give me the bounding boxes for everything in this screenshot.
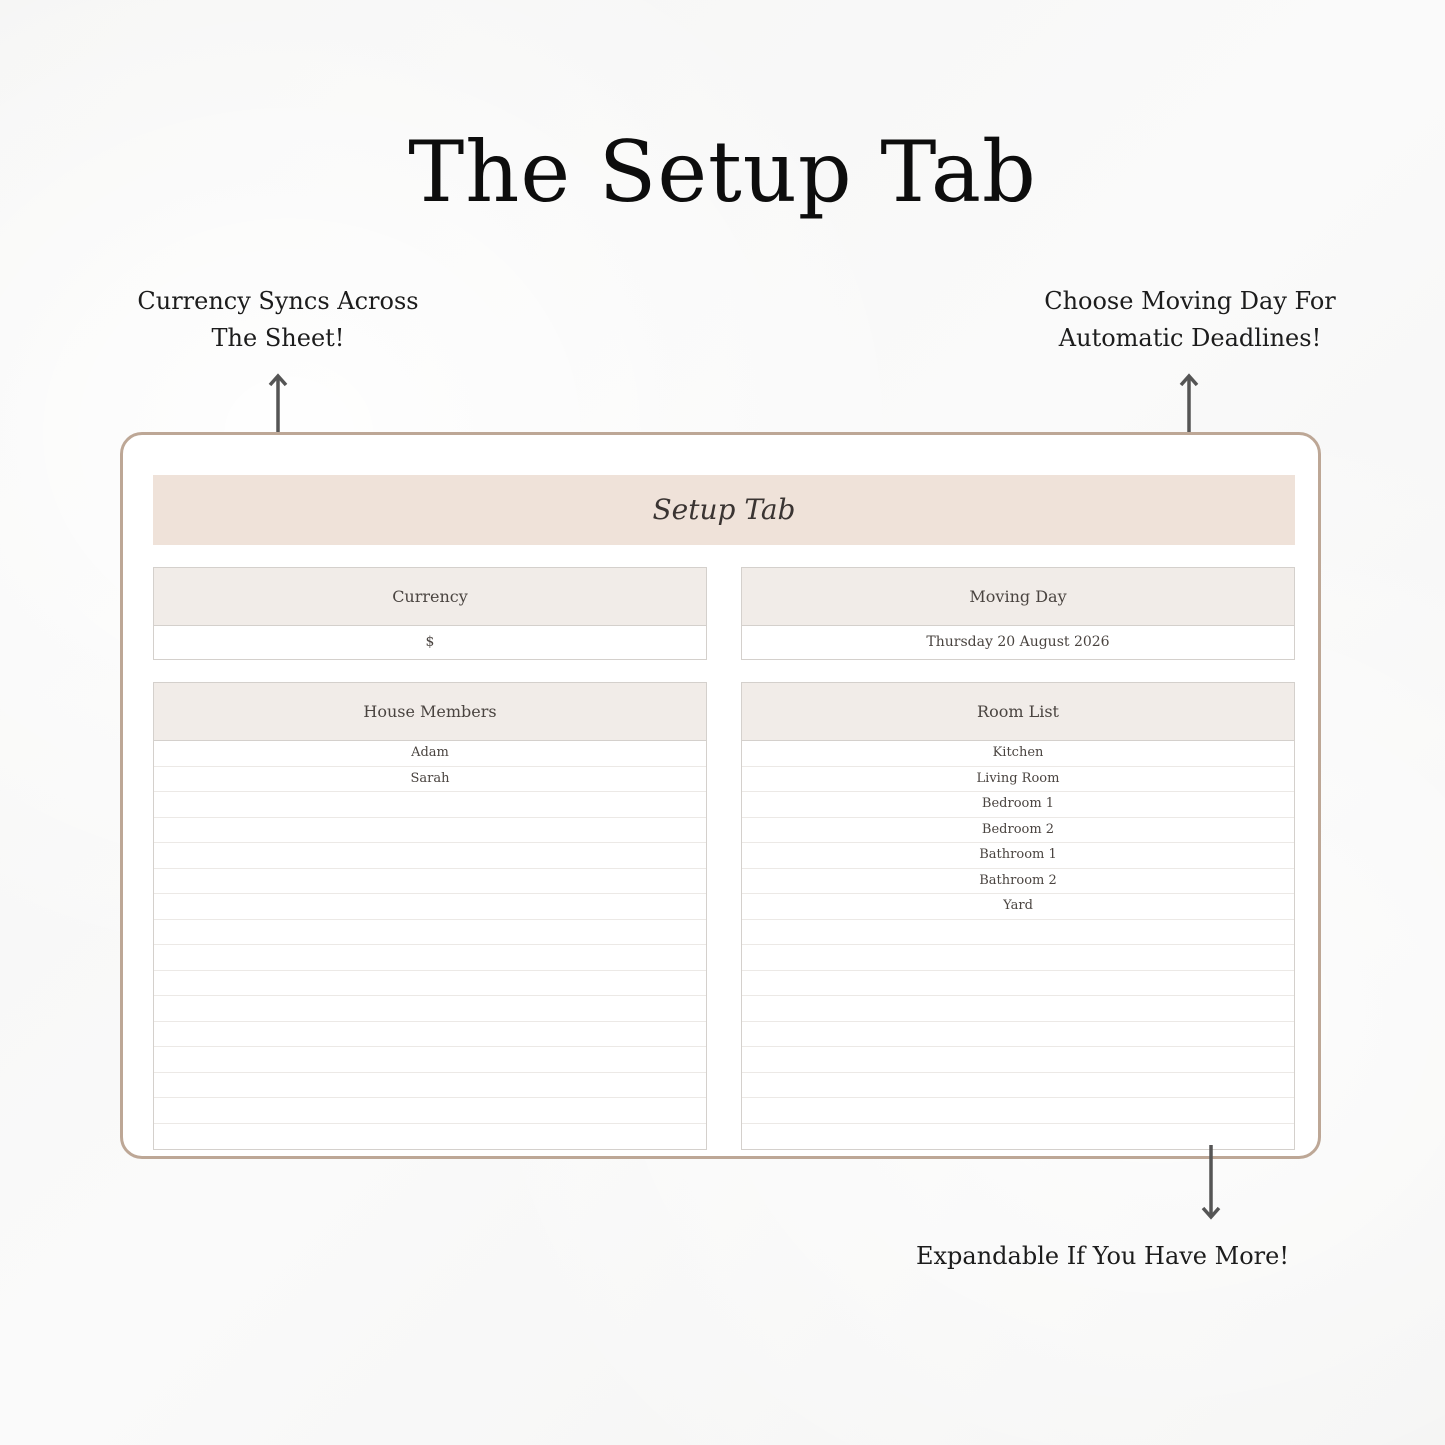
currency-callout: Currency Syncs Across The Sheet! xyxy=(118,283,438,357)
house-member-row[interactable] xyxy=(154,971,706,996)
house-member-row[interactable] xyxy=(154,792,706,818)
house-member-row[interactable] xyxy=(154,894,706,920)
currency-callout-line-1: Currency Syncs Across xyxy=(137,287,419,315)
moving-day-panel: Moving Day Thursday 20 August 2026 xyxy=(741,567,1295,660)
room-row[interactable]: Kitchen xyxy=(742,741,1294,767)
moving-day-callout-line-2: Automatic Deadlines! xyxy=(1058,324,1322,352)
room-row[interactable] xyxy=(742,1022,1294,1047)
moving-day-value-cell[interactable]: Thursday 20 August 2026 xyxy=(926,634,1110,650)
sheet-preview: Setup Tab Currency $ Moving Day Thursday… xyxy=(120,432,1321,1159)
house-member-row[interactable]: Sarah xyxy=(154,767,706,792)
room-row[interactable]: Bedroom 2 xyxy=(742,818,1294,843)
house-member-row[interactable] xyxy=(154,945,706,971)
house-member-row[interactable] xyxy=(154,1022,706,1047)
room-row[interactable]: Living Room xyxy=(742,767,1294,792)
house-member-row[interactable] xyxy=(154,996,706,1022)
room-row[interactable] xyxy=(742,971,1294,996)
house-member-row[interactable] xyxy=(154,869,706,894)
house-member-row[interactable] xyxy=(154,920,706,945)
moving-day-header: Moving Day xyxy=(742,568,1294,626)
room-row[interactable] xyxy=(742,945,1294,971)
moving-day-callout: Choose Moving Day For Automatic Deadline… xyxy=(1020,283,1360,357)
expandable-callout: Expandable If You Have More! xyxy=(916,1242,1289,1270)
room-row[interactable] xyxy=(742,1098,1294,1124)
room-row[interactable]: Bathroom 2 xyxy=(742,869,1294,894)
room-row[interactable]: Yard xyxy=(742,894,1294,920)
arrow-down-icon xyxy=(1201,1143,1221,1223)
currency-value-cell[interactable]: $ xyxy=(425,634,435,650)
sheet-banner-title: Setup Tab xyxy=(153,475,1295,545)
house-member-row[interactable] xyxy=(154,1124,706,1150)
house-member-row[interactable] xyxy=(154,818,706,843)
moving-day-callout-line-1: Choose Moving Day For xyxy=(1044,287,1336,315)
room-row[interactable] xyxy=(742,1047,1294,1073)
house-member-row[interactable] xyxy=(154,1047,706,1073)
room-row[interactable] xyxy=(742,996,1294,1022)
currency-header: Currency xyxy=(154,568,706,626)
house-member-row[interactable] xyxy=(154,1073,706,1098)
room-row[interactable]: Bedroom 1 xyxy=(742,792,1294,818)
room-row[interactable] xyxy=(742,1073,1294,1098)
house-member-row[interactable] xyxy=(154,1098,706,1124)
house-member-row[interactable] xyxy=(154,843,706,869)
house-members-header: House Members xyxy=(154,683,706,741)
room-row[interactable]: Bathroom 1 xyxy=(742,843,1294,869)
currency-callout-line-2: The Sheet! xyxy=(211,324,345,352)
page-title: The Setup Tab xyxy=(408,123,1037,221)
room-list-header: Room List xyxy=(742,683,1294,741)
house-member-row[interactable]: Adam xyxy=(154,741,706,767)
currency-panel: Currency $ xyxy=(153,567,707,660)
room-row[interactable] xyxy=(742,920,1294,945)
